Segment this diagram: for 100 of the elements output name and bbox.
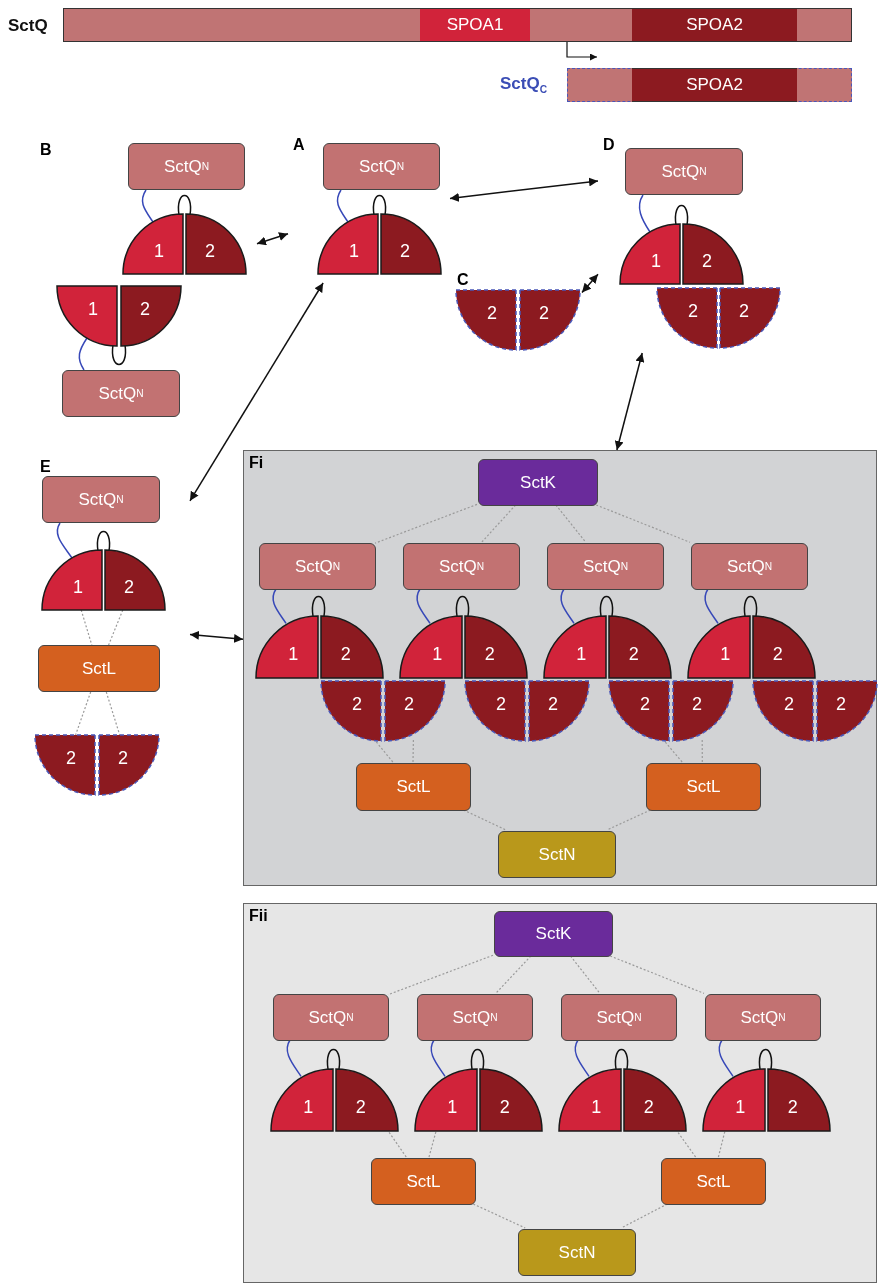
domain-number: 1 <box>303 1098 314 1117</box>
spoa-domain <box>529 681 589 741</box>
protein-box: SctL <box>661 1158 766 1205</box>
domain-number: 2 <box>739 301 749 320</box>
domain-segment: SPOA2 <box>632 8 797 42</box>
protein-box: SctN <box>518 1229 636 1276</box>
loop-linker <box>599 595 614 617</box>
loop-linker <box>372 194 387 216</box>
spoa-domain <box>753 681 813 741</box>
spoa-domain <box>35 735 95 795</box>
linker-line <box>141 189 154 223</box>
loop-linker <box>455 595 470 617</box>
loop-linker <box>111 344 127 366</box>
panel-label: E <box>40 459 51 475</box>
domain-number: 2 <box>404 694 414 713</box>
linker-line <box>416 588 431 625</box>
loop-linker <box>758 1048 773 1070</box>
spoa-domain <box>381 214 441 274</box>
spoa-domain <box>123 214 183 274</box>
panel-background <box>243 903 877 1283</box>
panel-label: Fi <box>249 455 264 471</box>
protein-label: SctQ <box>8 16 48 34</box>
spoa-domain <box>321 681 381 741</box>
spoa-domain <box>415 1069 477 1131</box>
spoa-domain <box>703 1069 765 1131</box>
domain-number: 1 <box>735 1098 746 1117</box>
domain-number: 1 <box>651 252 661 271</box>
domain-number: 2 <box>643 1098 654 1117</box>
dotted-line <box>428 1129 437 1158</box>
domain-number: 2 <box>628 645 639 664</box>
panel-label: D <box>603 137 615 153</box>
panel-label: A <box>293 137 305 153</box>
spoa-domain <box>105 550 165 610</box>
spoa-domain <box>720 288 780 348</box>
spoa-domain <box>336 1069 398 1131</box>
spoa-domain <box>385 681 445 741</box>
dotted-line <box>80 609 93 646</box>
domain-number: 2 <box>124 578 134 597</box>
double-arrow <box>189 282 324 502</box>
domain-number: 2 <box>355 1098 366 1117</box>
linker-line <box>430 1039 446 1078</box>
spoa-domain <box>683 224 743 284</box>
domain-number: 2 <box>400 242 410 261</box>
dotted-line <box>75 691 92 736</box>
dotted-line <box>386 1129 407 1158</box>
spoa-domain <box>57 286 117 346</box>
domain-number: 2 <box>692 694 702 713</box>
dotted-line <box>387 954 494 996</box>
domain-number: 1 <box>88 299 98 318</box>
spoa-domain <box>121 286 181 346</box>
dotted-line <box>701 739 703 763</box>
dotted-line <box>374 739 394 763</box>
domain-number: 2 <box>784 694 794 713</box>
protein-label: SctQ$_{C}$ <box>500 74 548 96</box>
double-arrow <box>256 232 289 246</box>
domain-number: 2 <box>640 694 650 713</box>
domain-number: 2 <box>352 694 362 713</box>
loop-linker <box>614 1048 629 1070</box>
domain-number: 1 <box>447 1098 458 1117</box>
domain-number: 2 <box>487 303 497 322</box>
double-arrow <box>449 177 599 202</box>
linker-line <box>78 337 88 371</box>
start-arrow <box>566 41 598 61</box>
domain-number: 2 <box>539 303 549 322</box>
spoa-domain <box>544 616 606 678</box>
spoa-domain <box>688 616 750 678</box>
dotted-line <box>105 691 121 736</box>
spoa-domain <box>256 616 318 678</box>
dotted-line <box>412 739 414 763</box>
dotted-line <box>374 503 478 544</box>
panel-label: B <box>40 142 52 158</box>
domain-number: 2 <box>836 694 846 713</box>
domain-number: 1 <box>591 1098 602 1117</box>
double-arrow <box>614 352 645 451</box>
spoa-domain <box>186 214 246 274</box>
spoa-domain <box>465 616 527 678</box>
dotted-line <box>481 504 517 543</box>
domain-number: 1 <box>154 242 164 261</box>
protein-box: SctL <box>356 763 471 811</box>
linker-line <box>336 189 349 223</box>
linker-line <box>574 1039 590 1078</box>
spoa-domain <box>318 214 378 274</box>
loop-linker <box>326 1048 341 1070</box>
spoa-domain <box>768 1069 830 1131</box>
loop-linker <box>743 595 758 617</box>
domain-number: 2 <box>499 1098 510 1117</box>
domain-number: 2 <box>702 252 712 271</box>
spoa-domain <box>480 1069 542 1131</box>
domain-segment: SPOA1 <box>420 8 530 42</box>
domain-number: 2 <box>66 748 76 767</box>
spoa-domain <box>321 616 383 678</box>
dotted-line <box>606 809 651 831</box>
domain-number: 2 <box>484 645 495 664</box>
loop-linker <box>177 194 192 216</box>
spoa-domain <box>817 681 877 741</box>
spoa-domain <box>271 1069 333 1131</box>
domain-number: 1 <box>432 645 443 664</box>
domain-number: 1 <box>720 645 731 664</box>
loop-linker <box>674 204 689 226</box>
dotted-line <box>595 504 691 543</box>
